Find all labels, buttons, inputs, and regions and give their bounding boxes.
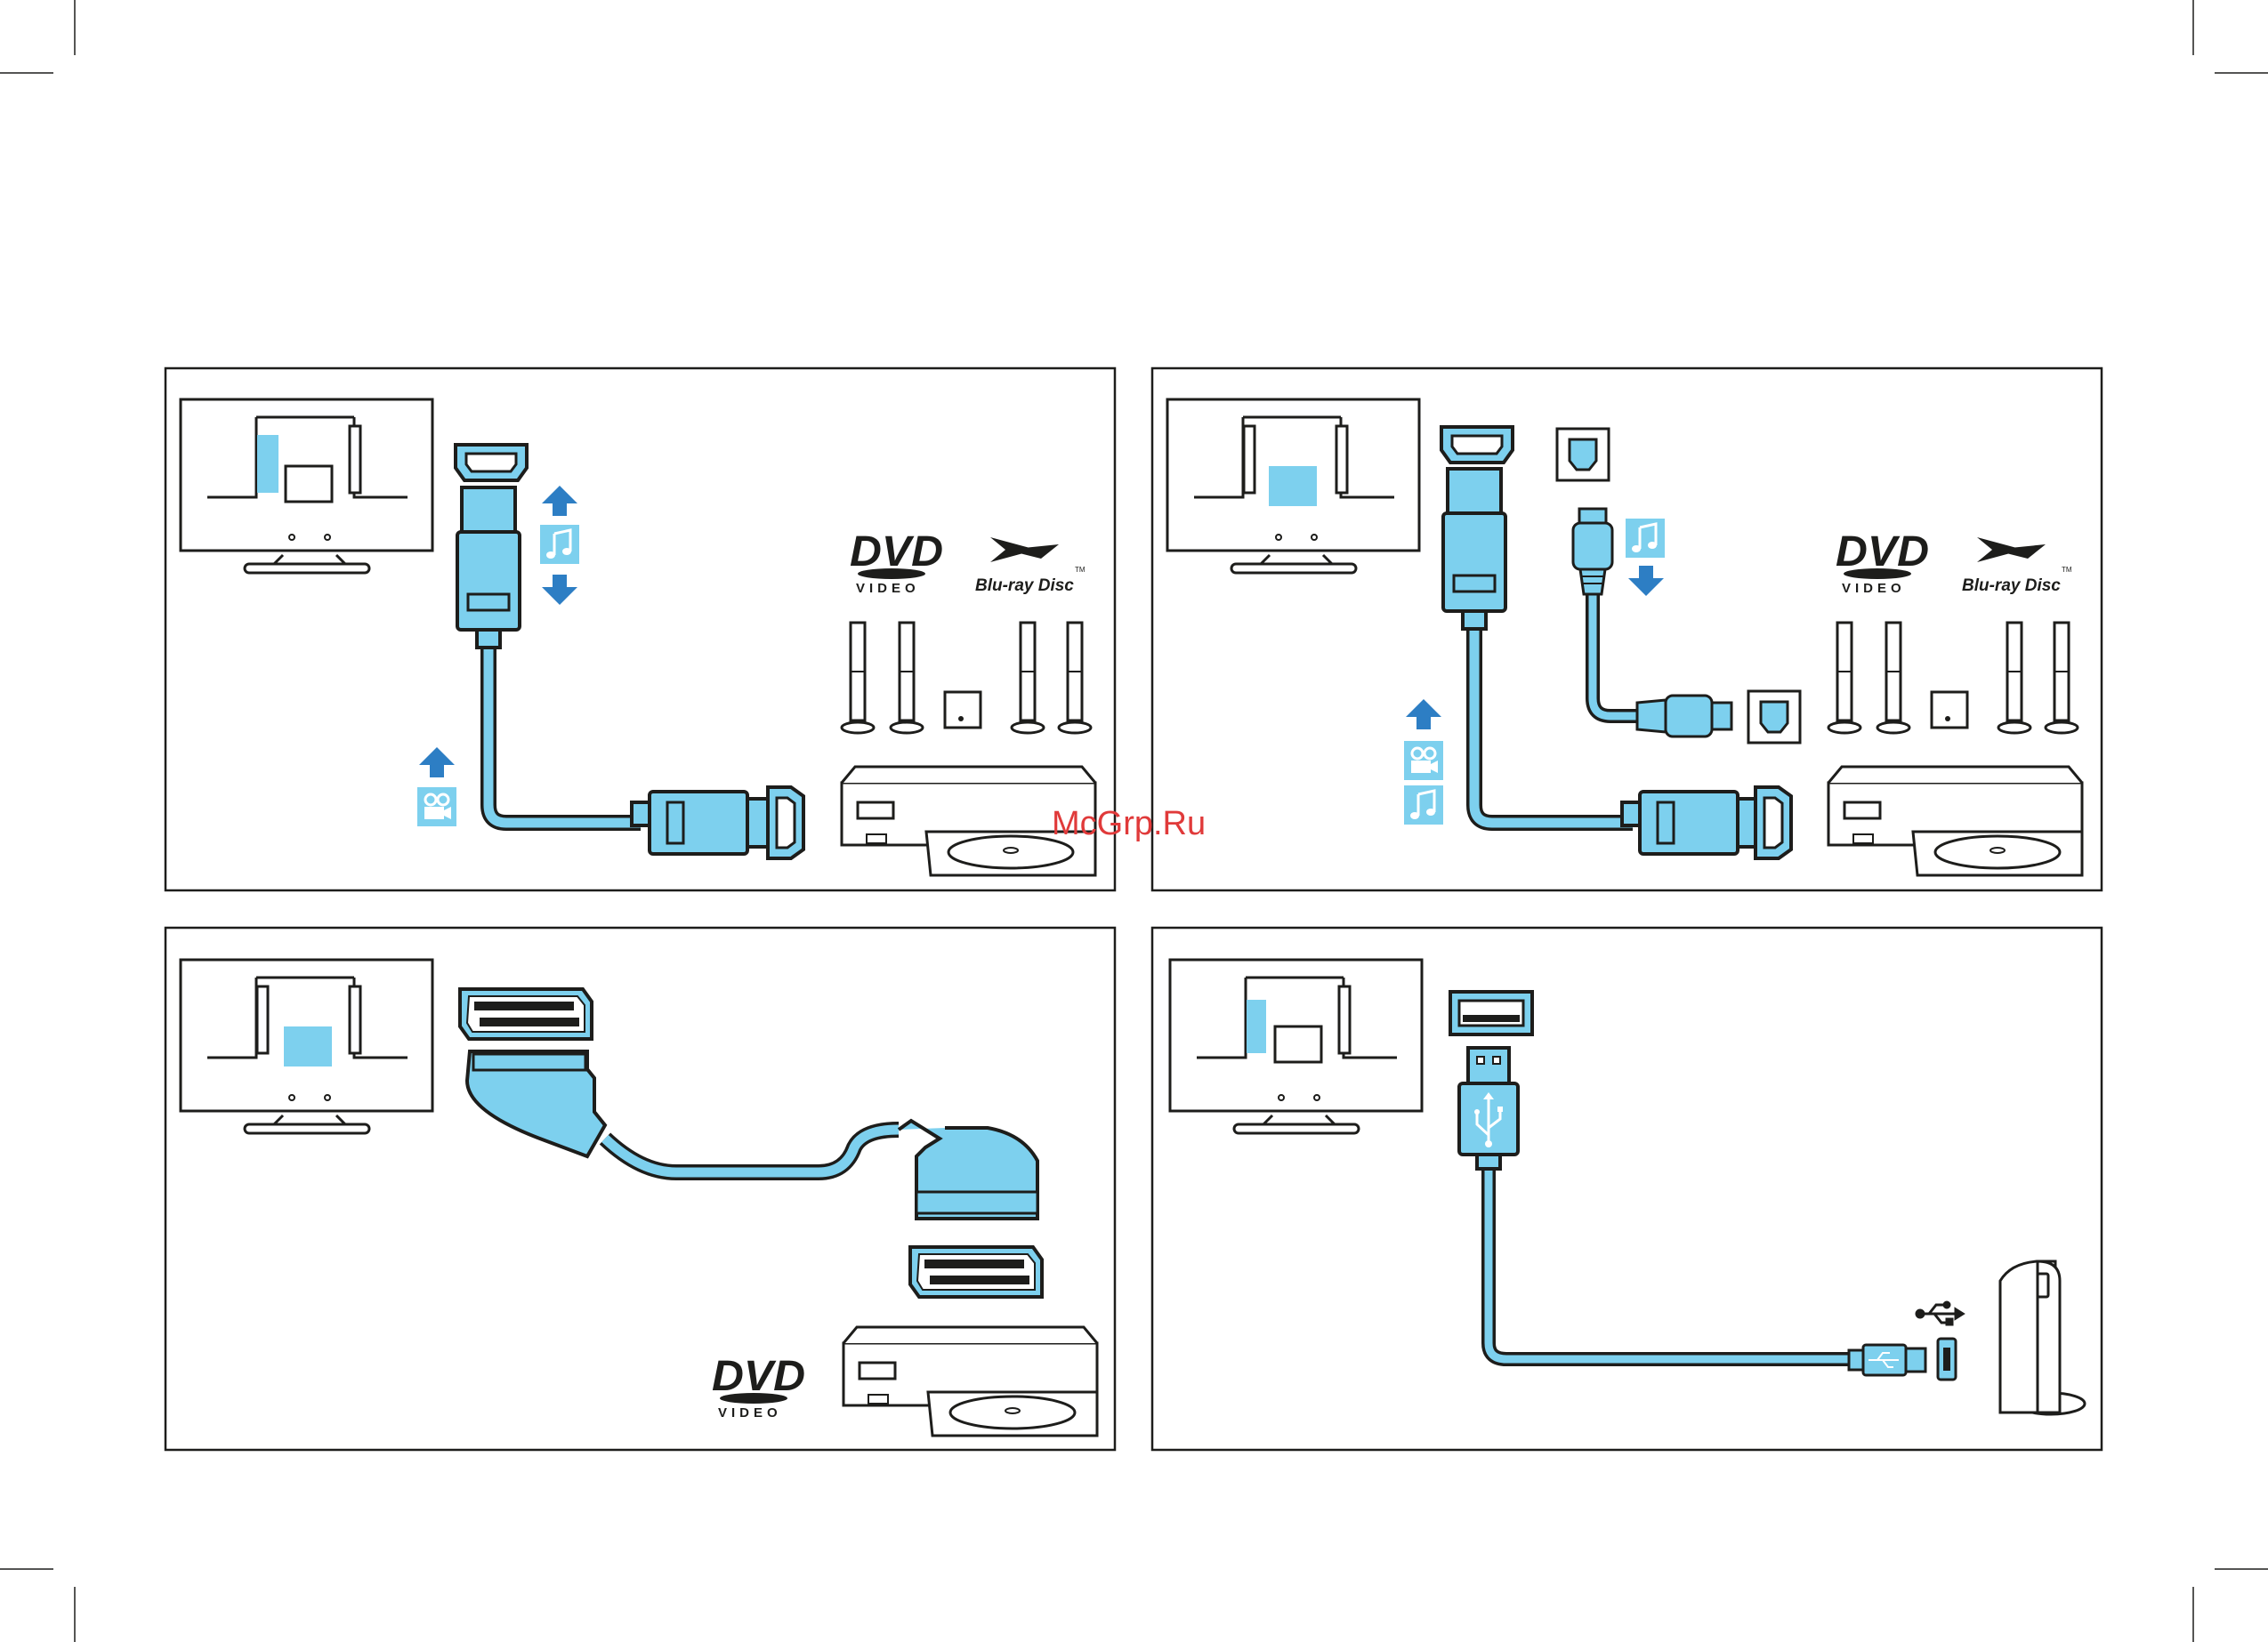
usb-cable [1459, 1048, 1925, 1375]
watermark-text: McGrp.Ru [1052, 805, 1206, 842]
music-icon [1626, 519, 1665, 558]
dvd-logo: DVD VIDEO [1836, 528, 1929, 596]
svg-text:Blu-ray Disc: Blu-ray Disc [1962, 576, 2061, 595]
panel-hdmi-optical: DVD VIDEO Blu-ray Disc TM [1152, 368, 2102, 890]
panel-hdmi-arc: DVD VIDEO Blu-ray Disc TM [165, 368, 1115, 890]
hdmi-port-icon [1441, 427, 1513, 463]
svg-text:VIDEO: VIDEO [718, 1405, 782, 1421]
svg-text:VIDEO: VIDEO [1842, 581, 1906, 596]
music-icon [540, 525, 579, 564]
hdmi-cable [457, 487, 774, 854]
dvd-logo: DVD VIDEO [850, 528, 943, 596]
scart-socket-icon [460, 989, 592, 1039]
dvd-logo: DVD VIDEO [712, 1353, 805, 1421]
arrow-down-icon [542, 575, 577, 605]
tv-back-icon [1170, 960, 1422, 1133]
hdmi-side-port-icon [1755, 787, 1791, 858]
hard-drive-icon [2000, 1261, 2085, 1414]
music-icon [1404, 785, 1443, 825]
svg-text:DVD: DVD [1836, 528, 1929, 576]
svg-text:TM: TM [2062, 566, 2072, 574]
video-icon [1404, 741, 1443, 780]
tv-back-icon [181, 399, 432, 573]
scart-socket-icon [910, 1247, 1042, 1297]
panel-scart: DVD VIDEO [165, 928, 1115, 1450]
scart-cable [467, 1051, 1037, 1219]
arrow-down-icon [1628, 566, 1664, 596]
video-icon [417, 787, 456, 826]
usb-symbol-icon [1917, 1302, 1963, 1324]
optical-port-icon [1557, 429, 1609, 480]
tv-back-icon [1167, 399, 1419, 573]
usb-port-icon [1450, 992, 1532, 1034]
panel-usb [1152, 928, 2102, 1450]
svg-text:DVD: DVD [850, 528, 943, 576]
home-theater [1828, 623, 2082, 875]
mini-usb-port-icon [1938, 1339, 1956, 1380]
bluray-logo: Blu-ray Disc TM [1962, 537, 2072, 595]
tv-back-icon [181, 960, 432, 1133]
dvd-player [843, 1327, 1097, 1436]
arrow-up-icon [1406, 699, 1441, 729]
optical-port-icon [1748, 691, 1800, 743]
svg-text:TM: TM [1075, 566, 1086, 574]
svg-text:Blu-ray Disc: Blu-ray Disc [975, 576, 1074, 595]
bluray-logo: Blu-ray Disc TM [975, 537, 1086, 595]
arrow-up-icon [419, 747, 455, 777]
arrow-up-icon [542, 486, 577, 516]
svg-text:VIDEO: VIDEO [856, 581, 920, 596]
hdmi-side-port-icon [768, 787, 803, 858]
hdmi-port-icon [456, 445, 527, 480]
svg-text:DVD: DVD [712, 1353, 805, 1400]
